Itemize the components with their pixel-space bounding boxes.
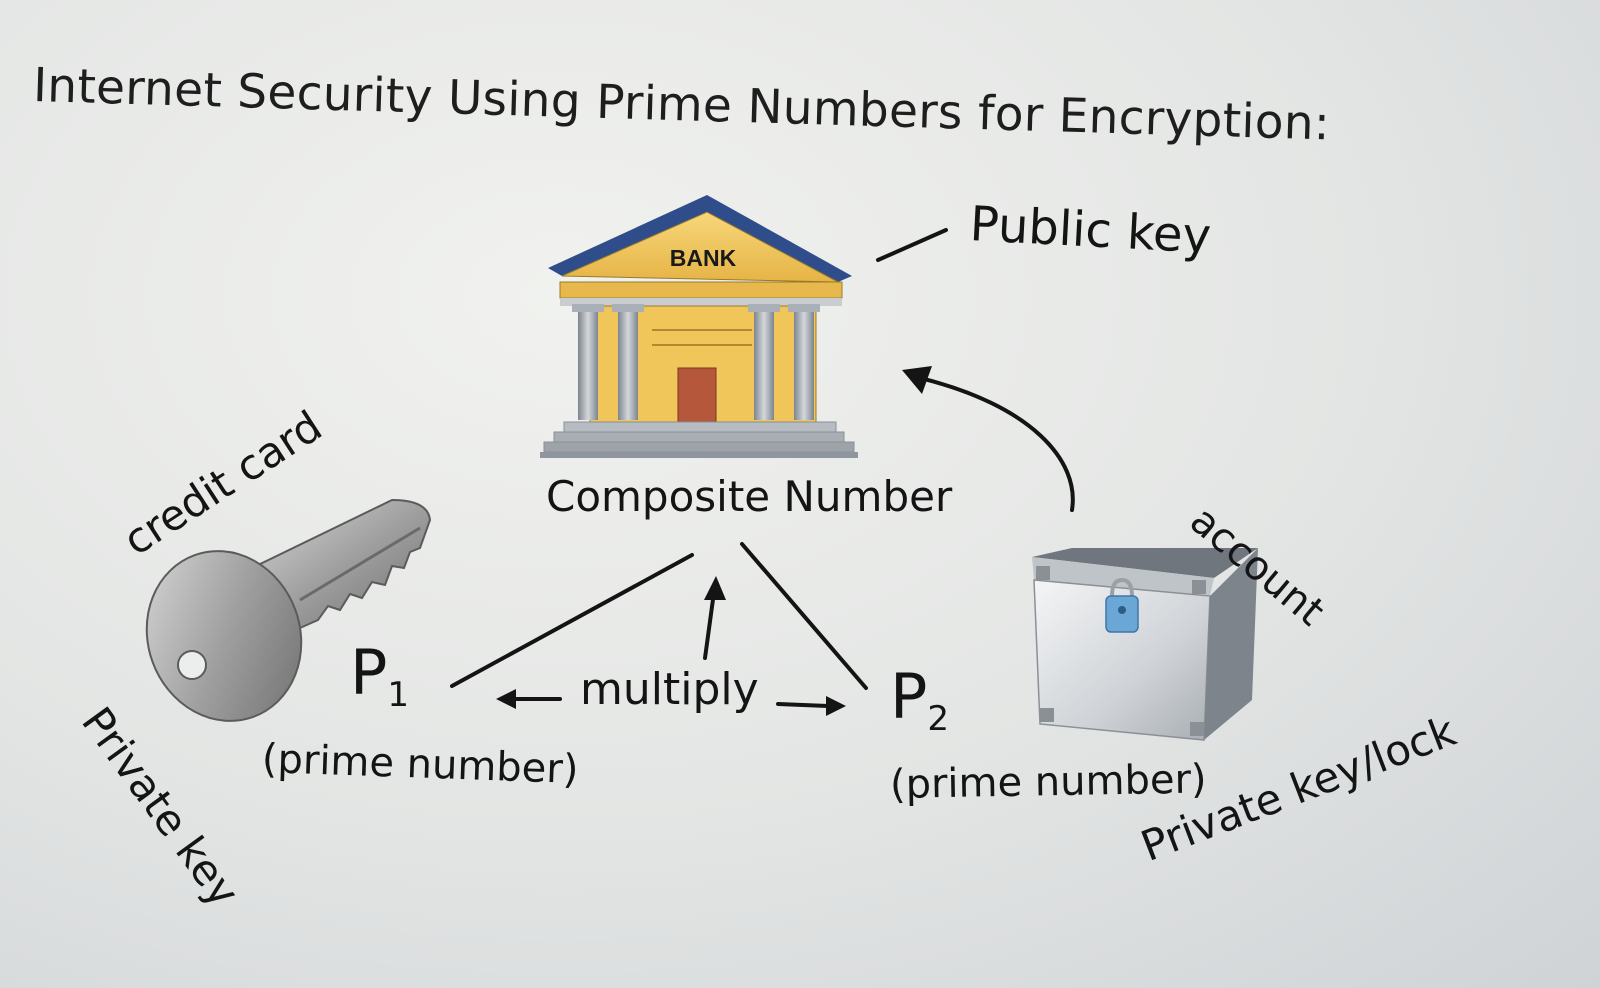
bank-sign: BANK (670, 245, 737, 271)
diagram-lines (450, 228, 1075, 708)
lockbox-icon (1032, 548, 1258, 741)
multiply-label: multiply (580, 664, 759, 715)
p2-note: (prime number) (889, 756, 1207, 808)
multiply-right-arrow (776, 702, 830, 708)
p2-letter: P (890, 660, 928, 733)
multiply-up-arrow (703, 590, 716, 660)
p2-label: P2 (890, 660, 949, 739)
account-to-bank-arrow (918, 376, 1075, 512)
p1-letter: P (350, 636, 388, 709)
bank-icon: BANK (540, 195, 858, 458)
p1-label: P1 (350, 636, 409, 715)
key-icon (145, 498, 432, 722)
p2-subscript: 2 (927, 698, 950, 739)
arrowheads (496, 366, 932, 716)
composite-to-p2-line (740, 542, 868, 690)
public-key-leader-line (876, 228, 948, 262)
p1-to-composite-line (450, 553, 694, 688)
composite-number-label: Composite Number (546, 472, 953, 521)
p1-subscript: 1 (387, 674, 410, 715)
